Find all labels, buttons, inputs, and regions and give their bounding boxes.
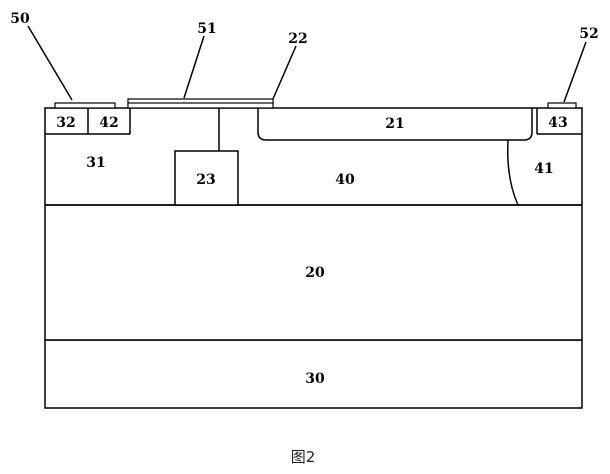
region-23 (174, 150, 239, 206)
leader-50 (27, 25, 73, 101)
label-31: 31 (86, 155, 105, 171)
electrode-52 (547, 102, 577, 109)
label-23: 23 (196, 172, 215, 188)
region-41-boundary (506, 139, 519, 206)
label-42: 42 (99, 115, 118, 131)
label-21: 21 (385, 116, 404, 132)
upper-layer-outline (44, 107, 583, 205)
electrode-51 (127, 102, 274, 109)
figure-caption: 图2 (291, 448, 316, 466)
label-52: 52 (579, 26, 598, 42)
leader-52 (563, 41, 587, 103)
leader-51 (183, 35, 205, 99)
label-22: 22 (288, 31, 307, 47)
region-21 (257, 108, 533, 141)
label-41: 41 (534, 161, 553, 177)
label-50: 50 (10, 11, 30, 27)
label-30: 30 (305, 371, 325, 387)
electrode-50 (54, 102, 116, 109)
label-51: 51 (197, 21, 216, 37)
label-43: 43 (548, 115, 567, 131)
layer-20 (44, 204, 583, 341)
label-20: 20 (305, 265, 325, 281)
leader-22 (272, 45, 297, 100)
layer-30 (44, 339, 583, 409)
label-32: 32 (56, 115, 75, 131)
label-40: 40 (335, 172, 355, 188)
